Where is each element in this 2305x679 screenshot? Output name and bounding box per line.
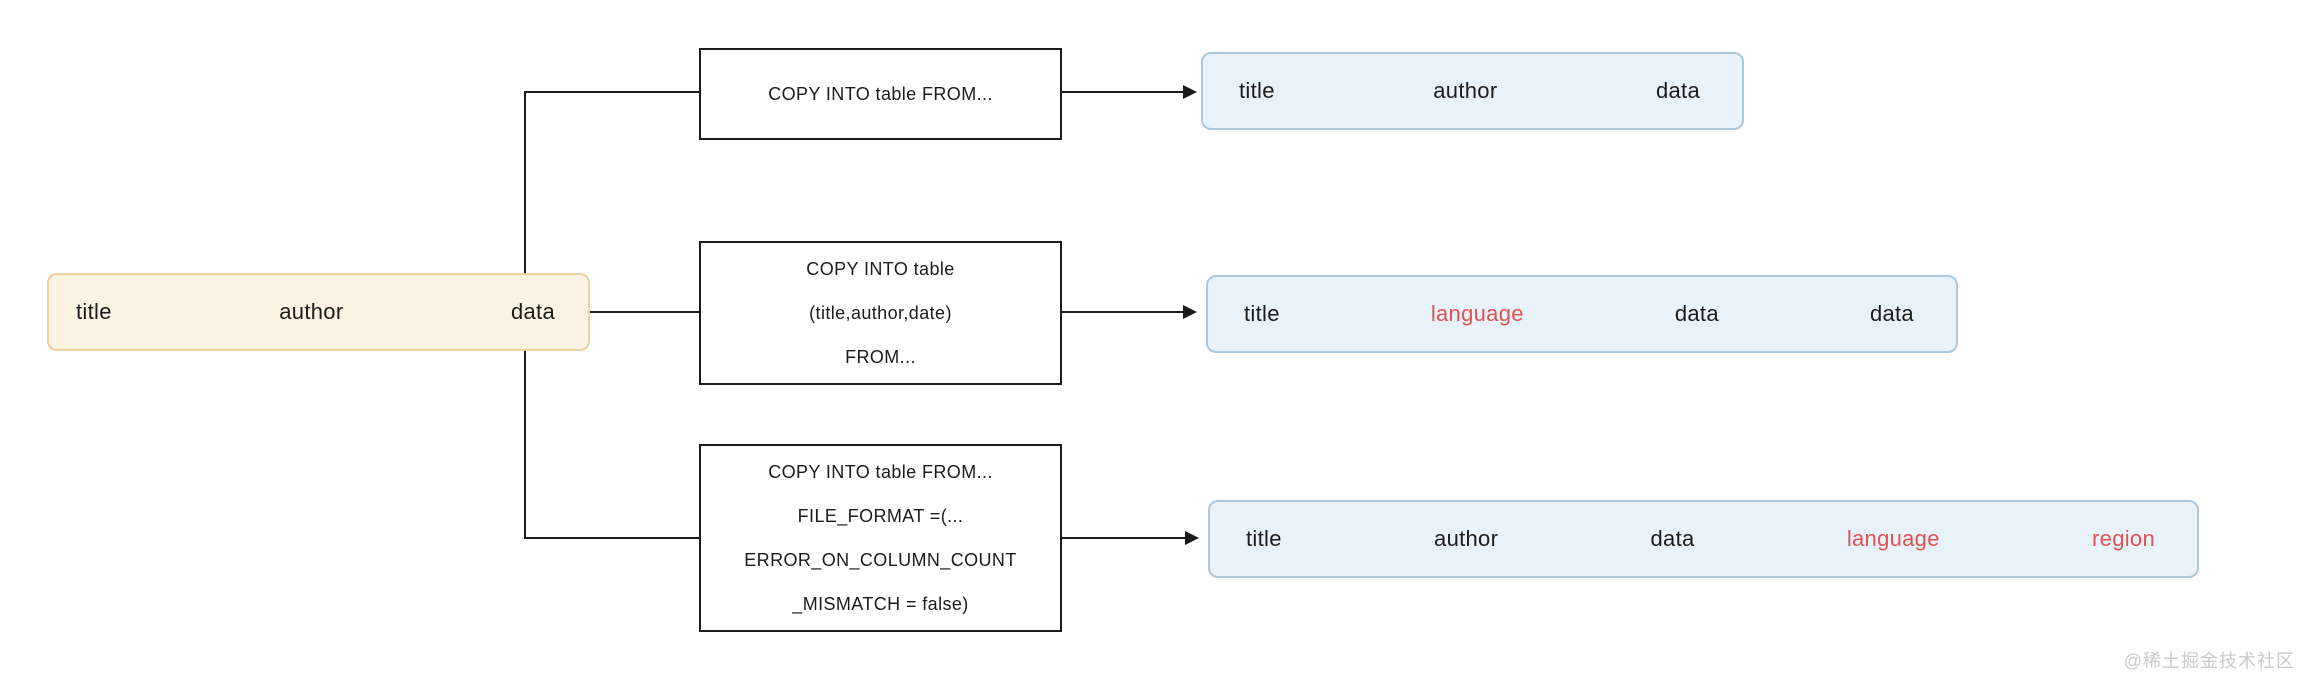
result-table-box-1: title author data (1201, 52, 1744, 130)
command-box-1: COPY INTO table FROM... (699, 48, 1062, 140)
result-column-label: data (1869, 301, 1914, 326)
source-table-box: title author data (47, 273, 590, 351)
connector-middle-horizontal (590, 311, 699, 313)
result-column-label: author (1434, 526, 1499, 551)
result-column-label: language (1846, 526, 1940, 551)
result-column-label: title (1239, 78, 1275, 103)
result-column-label: title (1244, 301, 1280, 326)
watermark: @稀土掘金技术社区 (2123, 651, 2295, 671)
source-column-label: author (279, 299, 344, 324)
command-text-line: ERROR_ON_COLUMN_COUNT (744, 550, 1017, 570)
command-text-line: COPY INTO table FROM... (768, 462, 993, 482)
command-box-2: COPY INTO table (title,author,date) FROM… (699, 241, 1062, 385)
arrow-line-3 (1062, 537, 1187, 539)
result-column-label: author (1433, 78, 1498, 103)
arrow-head-icon (1185, 531, 1199, 545)
command-text-line: COPY INTO table (806, 259, 955, 279)
command-text-line: (title,author,date) (809, 303, 952, 323)
command-text-line: _MISMATCH = false) (792, 594, 969, 614)
result-column-label: region (2092, 526, 2155, 551)
source-column-label: data (510, 299, 555, 324)
result-column-label: data (1655, 78, 1700, 103)
arrow-line-1 (1062, 91, 1185, 93)
command-text-line: FROM... (845, 347, 916, 367)
source-column-label: title (76, 299, 112, 324)
result-column-label: data (1650, 526, 1695, 551)
command-box-3: COPY INTO table FROM... FILE_FORMAT =(..… (699, 444, 1062, 632)
result-table-box-3: title author data language region (1208, 500, 2199, 578)
connector-bottom-horizontal (524, 537, 699, 539)
arrow-head-icon (1183, 305, 1197, 319)
connector-top-horizontal (524, 91, 699, 93)
result-column-label: language (1430, 301, 1524, 326)
result-column-label: data (1674, 301, 1719, 326)
command-text-line: FILE_FORMAT =(... (797, 506, 964, 526)
result-table-box-2: title language data data (1206, 275, 1958, 353)
arrow-line-2 (1062, 311, 1185, 313)
arrow-head-icon (1183, 85, 1197, 99)
result-column-label: title (1246, 526, 1282, 551)
command-text-line: COPY INTO table FROM... (768, 84, 993, 104)
